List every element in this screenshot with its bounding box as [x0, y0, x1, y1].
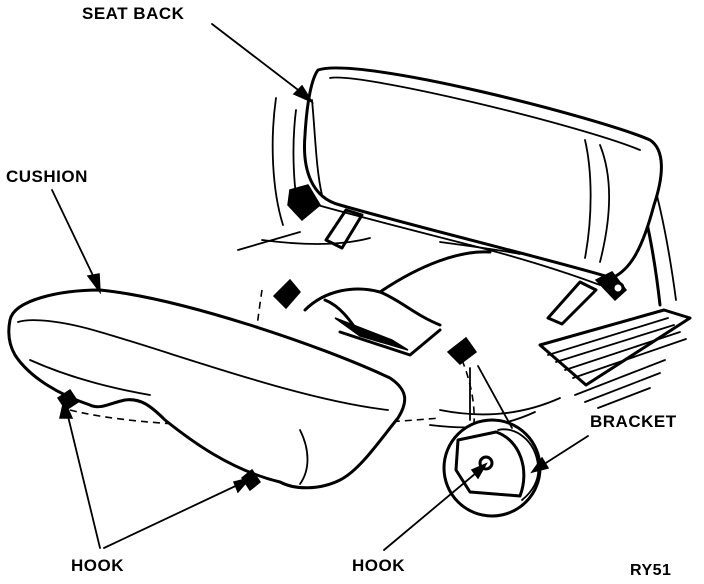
bracket-detail-circle: [442, 365, 542, 518]
seat-back-hinges: [287, 184, 628, 326]
leader-cushion: [51, 189, 99, 287]
figure-id-label: RY51: [630, 562, 672, 579]
seat-cushion: [7, 288, 407, 492]
seat-back-label: SEAT BACK: [82, 4, 185, 23]
hook-right-label: HOOK: [352, 556, 405, 575]
leader-hook-left-b: [103, 481, 245, 549]
bracket-label: BRACKET: [590, 412, 677, 431]
leader-lines: [51, 23, 589, 551]
hook-left-label: HOOK: [71, 556, 124, 575]
leader-hook-right: [383, 467, 483, 551]
floor-tunnel: [303, 241, 601, 357]
cushion-label: CUSHION: [6, 167, 88, 186]
leader-bracket: [537, 435, 589, 469]
leader-seat-back: [211, 23, 307, 97]
floor-brackets: [272, 278, 478, 365]
seat-back: [299, 66, 663, 280]
leader-hook-left-a: [65, 407, 101, 549]
